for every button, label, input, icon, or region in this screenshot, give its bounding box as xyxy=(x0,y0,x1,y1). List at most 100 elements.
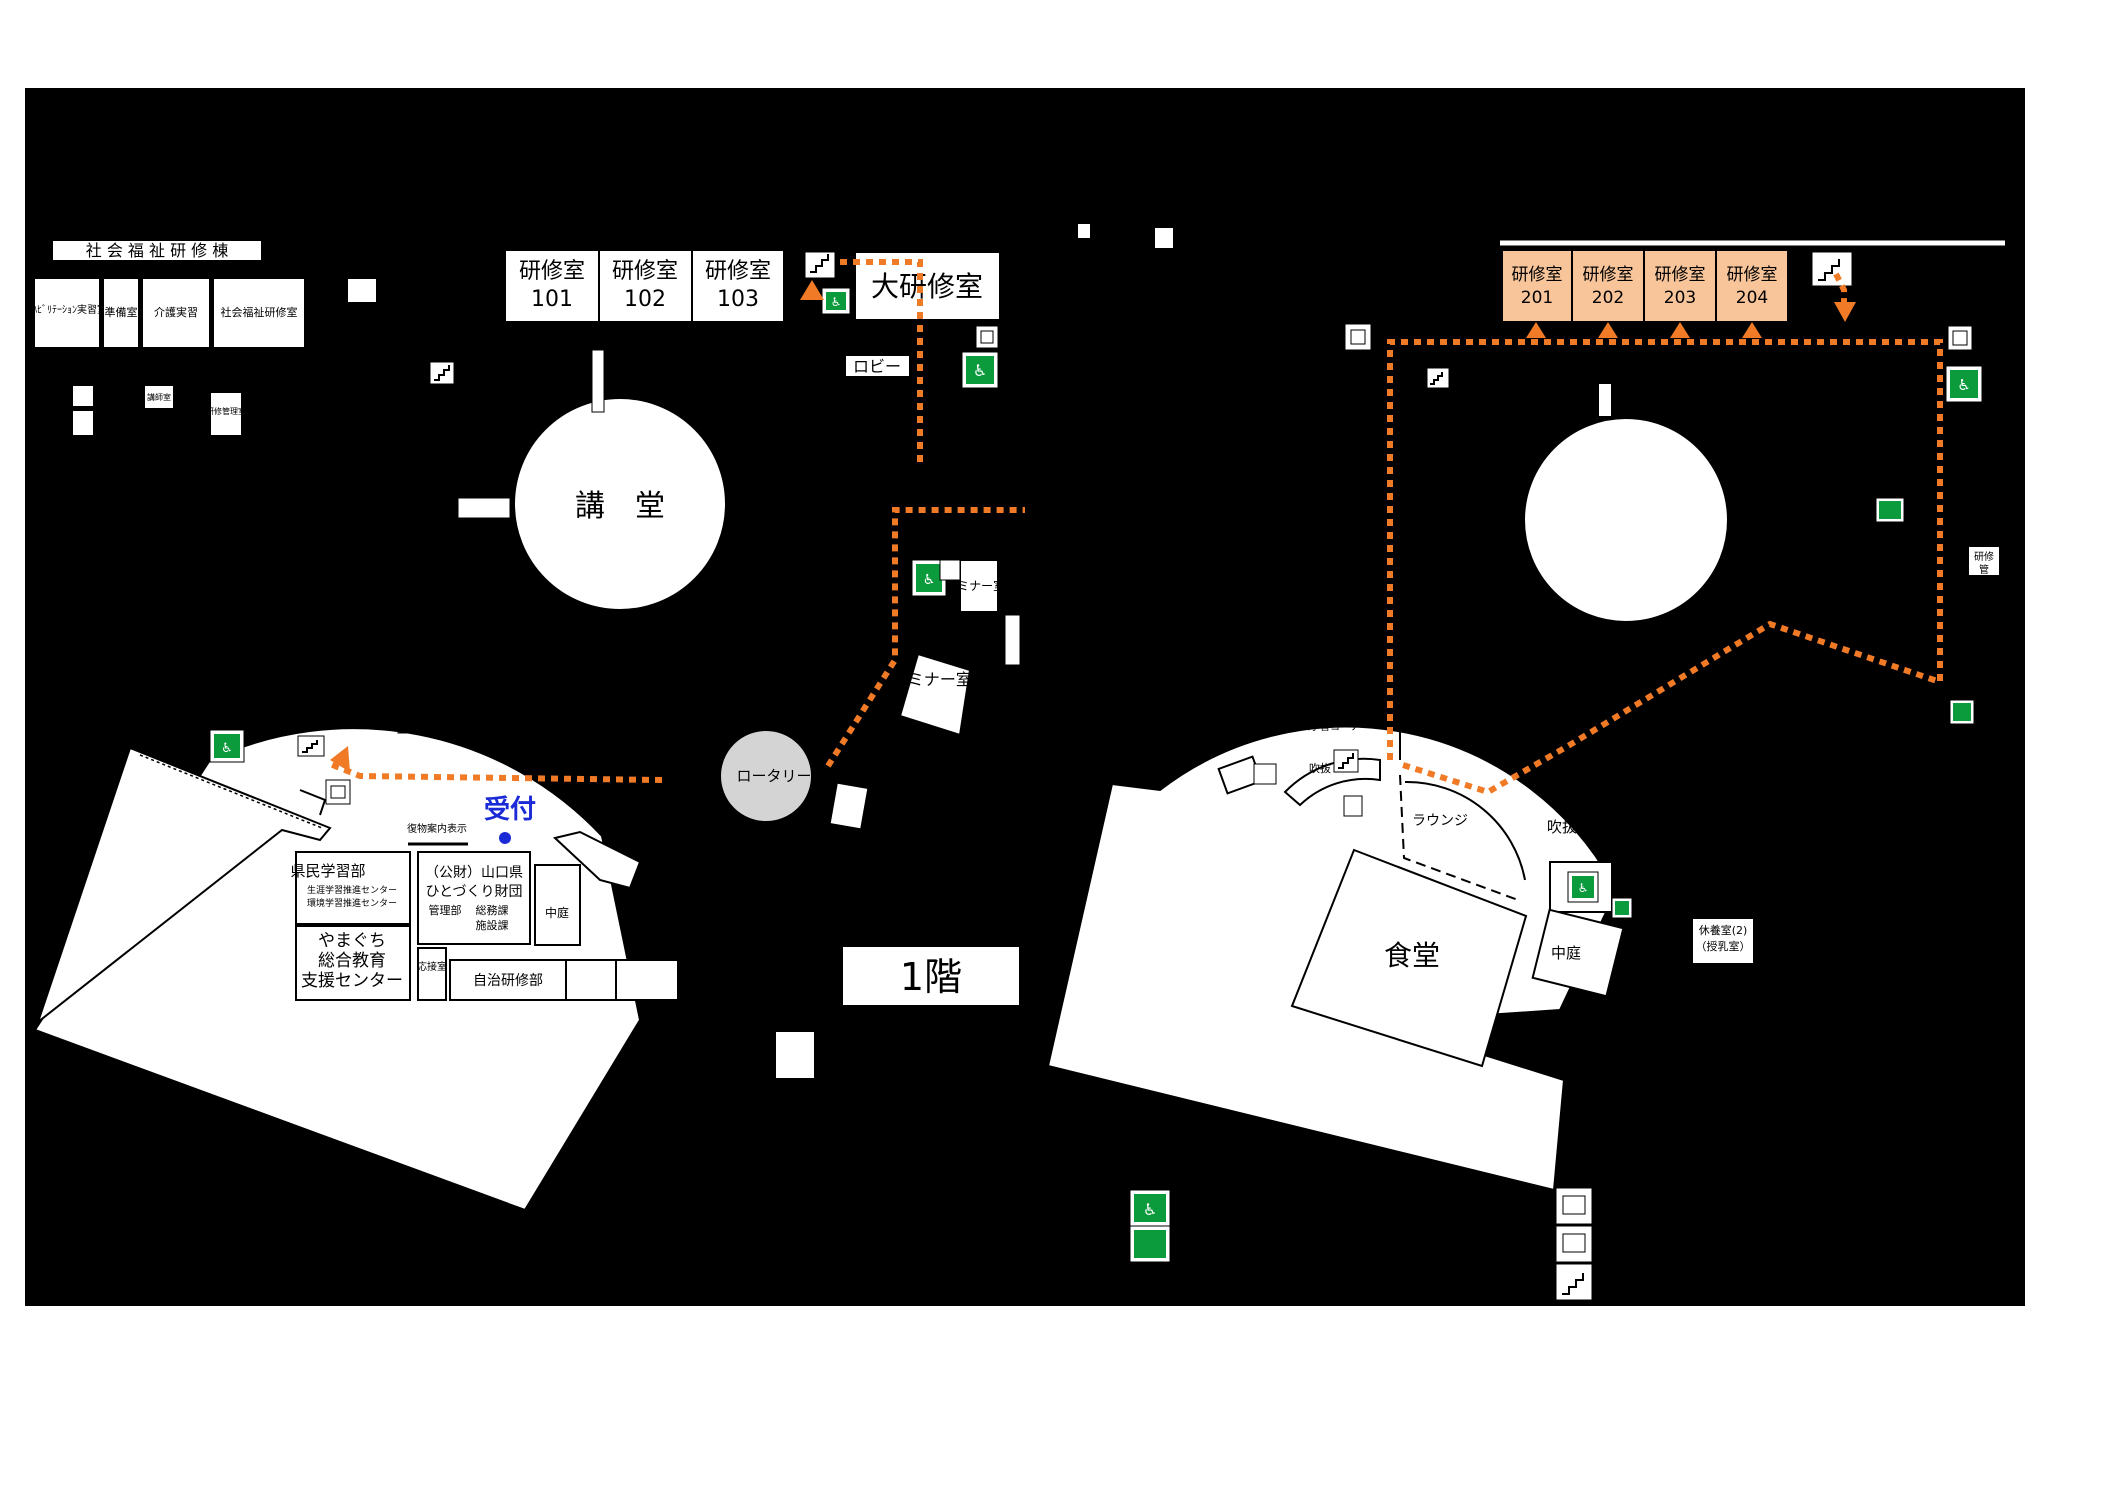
reception-room xyxy=(417,947,447,1001)
prep-room-label: 準備室 xyxy=(105,305,138,319)
right-complex: 食堂 ラウンジ 吹抜 吹抜 図書室 山口県の先人学習コーナー 吹抜 中庭 ♿ xyxy=(1046,660,1633,1192)
lobby-label: ロビー xyxy=(853,357,901,376)
courtyard-left xyxy=(534,864,581,946)
arrow-icon xyxy=(1834,302,1856,322)
prep-room xyxy=(102,277,140,349)
training-room-101-number: 101 xyxy=(531,287,573,312)
auditorium-label: 講 堂 xyxy=(575,489,665,524)
support-center xyxy=(295,925,411,1001)
training-room-203-name: 研修室 xyxy=(1655,265,1706,285)
local-gov-dept xyxy=(449,959,567,1001)
seminar-room-1-label: セミナー室1 xyxy=(892,670,982,689)
elevator-icon xyxy=(1947,325,1973,351)
restroom-icon xyxy=(1875,497,1905,523)
stairs-icon xyxy=(1426,367,1450,389)
side-annex xyxy=(615,959,679,1001)
arrow-icon xyxy=(1742,322,1762,338)
side-annex xyxy=(565,959,617,1001)
restroom-icon: ♿ xyxy=(821,287,851,315)
training-admin-room xyxy=(209,391,243,437)
training-room-103 xyxy=(691,249,785,323)
large-training-room-label: 大研修室 xyxy=(871,270,983,303)
stairs-icon xyxy=(1811,251,1853,287)
welfare-training-building: 社 会 福 祉 研 修 棟 ﾘﾊﾋﾞﾘﾃｰｼｮﾝ実習室 準備室 介護実習 社会福… xyxy=(27,239,378,437)
elevator-icon xyxy=(325,779,351,805)
training-room-203 xyxy=(1643,249,1717,323)
restroom-icon xyxy=(1129,1225,1171,1263)
arrow-icon xyxy=(1598,322,1618,338)
elevator-icon xyxy=(1343,795,1363,817)
route-left xyxy=(328,259,1025,783)
lecturer-room-label: 講師室 xyxy=(147,392,171,402)
entrance-hall-label: エントランスホール xyxy=(396,719,540,738)
wheelchair-restroom-icon: ♿ xyxy=(1945,365,1983,403)
lifelong-center-label: 生涯学習推進センター xyxy=(307,884,397,896)
foundation-office xyxy=(417,851,531,945)
rehab-room-label: ﾘﾊﾋﾞﾘﾃｰｼｮﾝ実習室 xyxy=(27,303,107,316)
stairs-icon xyxy=(429,361,455,385)
route-right xyxy=(1387,272,1943,796)
rotary xyxy=(719,729,813,823)
training-rooms-2f: 研修室 201 研修室 202 研修室 203 研修室 204 xyxy=(1500,240,2005,323)
svg-text:♿: ♿ xyxy=(1578,881,1589,895)
dining-hall xyxy=(1290,848,1528,1068)
env-corner-label: 環境学習コーナー xyxy=(278,680,382,696)
stairs-icon xyxy=(804,251,836,279)
arrow-icon xyxy=(1670,322,1690,338)
arrow-icon xyxy=(800,280,824,300)
welfare-training-room-label: 社会福祉研修室 xyxy=(221,305,298,319)
training-room-101 xyxy=(504,249,600,323)
dining-label: 食堂 xyxy=(1384,939,1440,972)
welfare-building-title: 社 会 福 祉 研 修 棟 xyxy=(86,241,229,260)
restroom-icon xyxy=(939,559,961,581)
training-rooms-1f: 研修室 101 研修室 102 研修室 103 xyxy=(504,249,785,323)
general-affairs-label: 総務課 xyxy=(476,903,509,917)
restroom-icon xyxy=(1253,763,1277,785)
atrium-label-right: 吹抜 xyxy=(1547,818,1577,836)
auditorium xyxy=(513,397,727,611)
floor-label: 1階 xyxy=(900,955,962,999)
training-room-201 xyxy=(1501,249,1573,323)
care-room xyxy=(141,277,211,349)
small-block xyxy=(1078,224,1090,238)
stairs-icon xyxy=(1555,1263,1593,1301)
training-room-202 xyxy=(1571,249,1645,323)
rest-room xyxy=(1691,917,1755,965)
wheelchair-restroom-icon: ♿ xyxy=(209,729,245,763)
local-gov-label: 自治研修部 xyxy=(473,973,543,989)
svg-text:♿: ♿ xyxy=(831,295,842,309)
atrium-label-upper: 吹抜 xyxy=(1457,726,1487,744)
library-label: 図書室 xyxy=(1244,697,1292,716)
auditorium-corridor xyxy=(591,349,605,413)
seminar-room-2 xyxy=(959,559,999,613)
corridor-segment xyxy=(1004,614,1021,666)
admin-label: 管理部 xyxy=(429,903,462,917)
small-room xyxy=(346,277,378,304)
citizen-learning-dept xyxy=(295,851,411,925)
seminar-room-2-label: セミナー室2 xyxy=(945,578,1013,593)
rest-room-line1: 休養室(2) xyxy=(1699,923,1748,937)
small-room xyxy=(71,409,95,437)
small-building xyxy=(776,1032,814,1078)
training-room-201-name: 研修室 xyxy=(1512,265,1563,285)
rehab-room xyxy=(33,277,101,349)
entrance-complex: 環境学習コーナー テレビ エントランスホール 受付 復物案内表示 県民学習部 生… xyxy=(33,672,679,1212)
wheelchair-restroom-icon: ♿ xyxy=(961,351,999,389)
edge-training-label-2: 管 xyxy=(1979,563,1989,576)
facilities-label: 施設課 xyxy=(476,918,509,932)
stairs-icon xyxy=(1333,749,1359,773)
elevator-icon xyxy=(975,325,999,349)
training-room-204-name: 研修室 xyxy=(1727,265,1778,285)
tv-label: テレビ xyxy=(409,672,442,685)
training-room-202-number: 202 xyxy=(1592,288,1624,308)
wheelchair-restroom-icon xyxy=(1949,699,1975,725)
lounge-label: ラウンジ xyxy=(1412,813,1468,829)
lobby-box xyxy=(844,354,911,378)
rotary-label: ロータリー xyxy=(736,767,811,785)
training-room-203-number: 203 xyxy=(1664,288,1696,308)
training-room-102 xyxy=(598,249,693,323)
lost-found-label: 復物案内表示 xyxy=(407,822,467,835)
atrium-label-small: 吹抜 xyxy=(1309,761,1331,775)
courtyard-left-label: 中庭 xyxy=(545,905,569,920)
